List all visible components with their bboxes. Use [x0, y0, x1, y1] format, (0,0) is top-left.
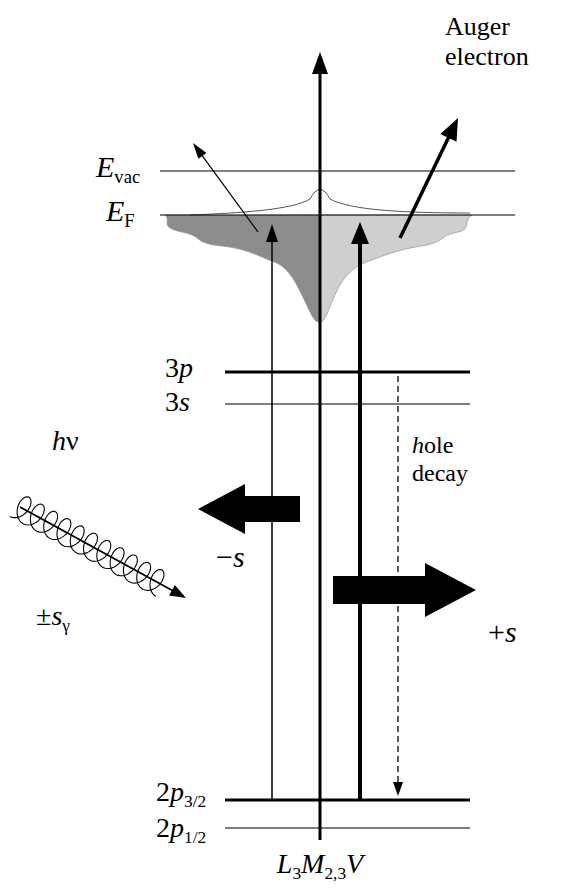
hole-decay-arrow-head [393, 782, 403, 796]
level-2p12 [225, 827, 470, 828]
text-part: s [179, 386, 190, 417]
level-label: 2p1/2 [156, 812, 206, 844]
minus-spin-excitation-head [266, 224, 278, 242]
text-part: 3/2 [184, 792, 206, 811]
text-part: 3 [292, 864, 301, 883]
process-caption: L3M2,3V [277, 848, 363, 880]
level-label: hole decay [412, 432, 502, 487]
text-part: s [51, 600, 62, 631]
level-label: 3s [165, 386, 190, 418]
text-part: ± [36, 600, 51, 631]
text-part: F [124, 210, 134, 231]
level-label: 3p [165, 352, 193, 384]
text-part: L [277, 848, 293, 879]
text-part: − [216, 540, 233, 573]
text-part: 2 [156, 776, 170, 807]
text-part: h [412, 432, 424, 458]
level-label: ±sγ [36, 600, 70, 632]
text-part: E [96, 150, 114, 183]
text-part: V [346, 848, 363, 879]
level-3p [225, 371, 470, 374]
auger-electron-arrow [400, 136, 449, 238]
text-part: h [52, 425, 66, 456]
text-part: + [488, 615, 505, 648]
photoemission-arrow [319, 72, 322, 840]
photon-helix [10, 497, 164, 597]
level-label: −s [216, 540, 245, 575]
level-3s [225, 403, 470, 404]
text-part: E [106, 194, 124, 227]
text-part: M [301, 848, 324, 879]
occupied-band-dark [165, 215, 320, 323]
text-part: s [233, 540, 245, 573]
text-part: 1/2 [184, 828, 206, 847]
level-label: +s [488, 615, 517, 650]
level-label: EF [106, 194, 135, 229]
level-2p32 [225, 799, 470, 802]
minus-spin-block-arrow [198, 484, 300, 534]
photon-axis-arrow [20, 507, 174, 591]
text-part: ν [66, 425, 79, 456]
plus-spin-excitation-head [351, 222, 369, 244]
fermi-level [160, 215, 515, 216]
text-part: p [170, 812, 184, 843]
text-part: p [179, 352, 193, 383]
level-label: Evac [96, 150, 140, 185]
text-part: vac [114, 166, 140, 187]
photoelectron-arrow [201, 154, 258, 232]
text-part: 2,3 [324, 864, 346, 883]
level-label: Auger electron [445, 12, 565, 72]
level-label: 2p3/2 [156, 776, 206, 808]
text-part: 2 [156, 812, 170, 843]
plus-spin-excitation [358, 242, 362, 800]
photoelectron-arrow-head [193, 143, 206, 159]
auger-electron-arrow-head [440, 118, 458, 142]
empty-states-curve [190, 190, 470, 216]
occupied-band-light [320, 215, 472, 323]
level-label: hν [52, 425, 79, 457]
photoemission-arrow-head [312, 52, 328, 74]
photon-axis-arrow-head [169, 585, 186, 598]
text-part: 3 [165, 386, 179, 417]
text-part: p [170, 776, 184, 807]
text-part: s [505, 615, 517, 648]
text-part: 3 [165, 352, 179, 383]
plus-spin-block-arrow [333, 563, 476, 617]
text-part: γ [62, 616, 70, 635]
